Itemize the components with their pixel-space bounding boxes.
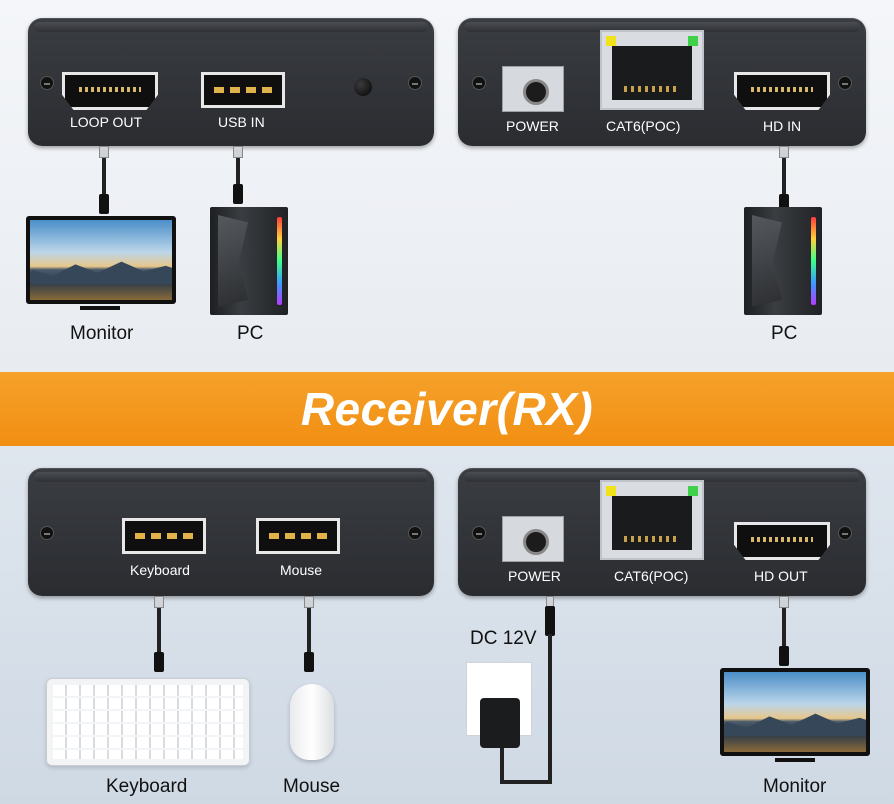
reset-button <box>354 78 372 96</box>
usb-plug <box>233 184 243 204</box>
pc-tower-image <box>210 207 288 315</box>
dc-cable <box>548 634 552 784</box>
screw-icon <box>40 526 54 540</box>
hd-in-label: HD IN <box>763 118 802 134</box>
yellow-led-icon <box>606 36 616 46</box>
hd-out-label: HD OUT <box>754 568 808 584</box>
keyboard-port-label: Keyboard <box>130 562 190 578</box>
usb-in-label: USB IN <box>218 114 265 130</box>
power-jack <box>502 516 564 562</box>
dc-12v-caption: DC 12V <box>470 628 537 649</box>
hdmi-plug <box>779 194 789 214</box>
keyboard-caption: Keyboard <box>106 776 188 797</box>
dc-plug <box>545 606 555 636</box>
hdmi-plug <box>779 646 789 666</box>
power-adapter-image <box>480 698 520 748</box>
screw-icon <box>408 526 422 540</box>
pc-caption: PC <box>771 323 798 344</box>
screw-icon <box>472 76 486 90</box>
power-jack <box>502 66 564 112</box>
receiver-device-left: Keyboard Mouse <box>28 468 434 596</box>
banner-title: Receiver(RX) <box>300 383 594 435</box>
yellow-led-icon <box>606 486 616 496</box>
usb-plug <box>154 652 164 672</box>
green-led-icon <box>688 36 698 46</box>
cat6-ethernet-port <box>600 480 704 560</box>
usb-cable <box>236 158 240 188</box>
green-led-icon <box>688 486 698 496</box>
hdmi-plug <box>99 146 109 158</box>
usb-plug <box>154 596 164 608</box>
transmitter-device-right: POWER CAT6(POC) HD IN <box>458 18 866 146</box>
hd-out-hdmi-port <box>734 522 830 560</box>
mouse-caption: Mouse <box>283 776 341 797</box>
dc-cable <box>500 746 504 784</box>
keyboard-usb-port <box>122 518 206 554</box>
hdmi-cable <box>102 158 106 198</box>
screw-icon <box>838 76 852 90</box>
dc-cable <box>500 780 552 784</box>
monitor-caption: Monitor <box>70 323 134 344</box>
usb-plug <box>304 596 314 608</box>
usb-plug <box>304 652 314 672</box>
receiver-banner: Receiver(RX) <box>0 372 894 446</box>
loop-out-hdmi-port <box>62 72 158 110</box>
screw-icon <box>40 76 54 90</box>
monitor-caption: Monitor <box>763 776 827 797</box>
hdmi-plug <box>99 194 109 214</box>
usb-plug <box>233 146 243 158</box>
usb-cable <box>307 608 311 658</box>
cat6-ethernet-port <box>600 30 704 110</box>
hdmi-cable <box>782 608 786 652</box>
monitor-stand <box>80 306 120 310</box>
monitor-image <box>720 668 870 756</box>
usb-in-port <box>201 72 285 108</box>
hdmi-plug <box>779 146 789 158</box>
cat6-label: CAT6(POC) <box>614 568 689 584</box>
cat6-label: CAT6(POC) <box>606 118 681 134</box>
power-label: POWER <box>508 568 561 584</box>
screw-icon <box>838 526 852 540</box>
transmitter-device-left: LOOP OUT USB IN <box>28 18 434 146</box>
hd-in-hdmi-port <box>734 72 830 110</box>
pc-caption: PC <box>237 323 264 344</box>
mouse-port-label: Mouse <box>280 562 323 578</box>
power-label: POWER <box>506 118 559 134</box>
mouse-image <box>290 684 334 760</box>
monitor-stand <box>775 758 815 762</box>
pc-tower-image <box>744 207 822 315</box>
bottom-panel: Keyboard Mouse Keyboard Mouse POWER CAT6… <box>0 446 894 804</box>
keyboard-image <box>46 678 250 766</box>
top-panel: LOOP OUT USB IN Monitor PC POWER CAT6(PO… <box>0 0 894 372</box>
loop-out-label: LOOP OUT <box>70 114 143 130</box>
mouse-usb-port <box>256 518 340 554</box>
hdmi-cable <box>782 158 786 198</box>
monitor-image <box>26 216 176 304</box>
screw-icon <box>472 526 486 540</box>
hdmi-plug <box>779 596 789 608</box>
usb-cable <box>157 608 161 658</box>
screw-icon <box>408 76 422 90</box>
receiver-device-right: POWER CAT6(POC) HD OUT <box>458 468 866 596</box>
